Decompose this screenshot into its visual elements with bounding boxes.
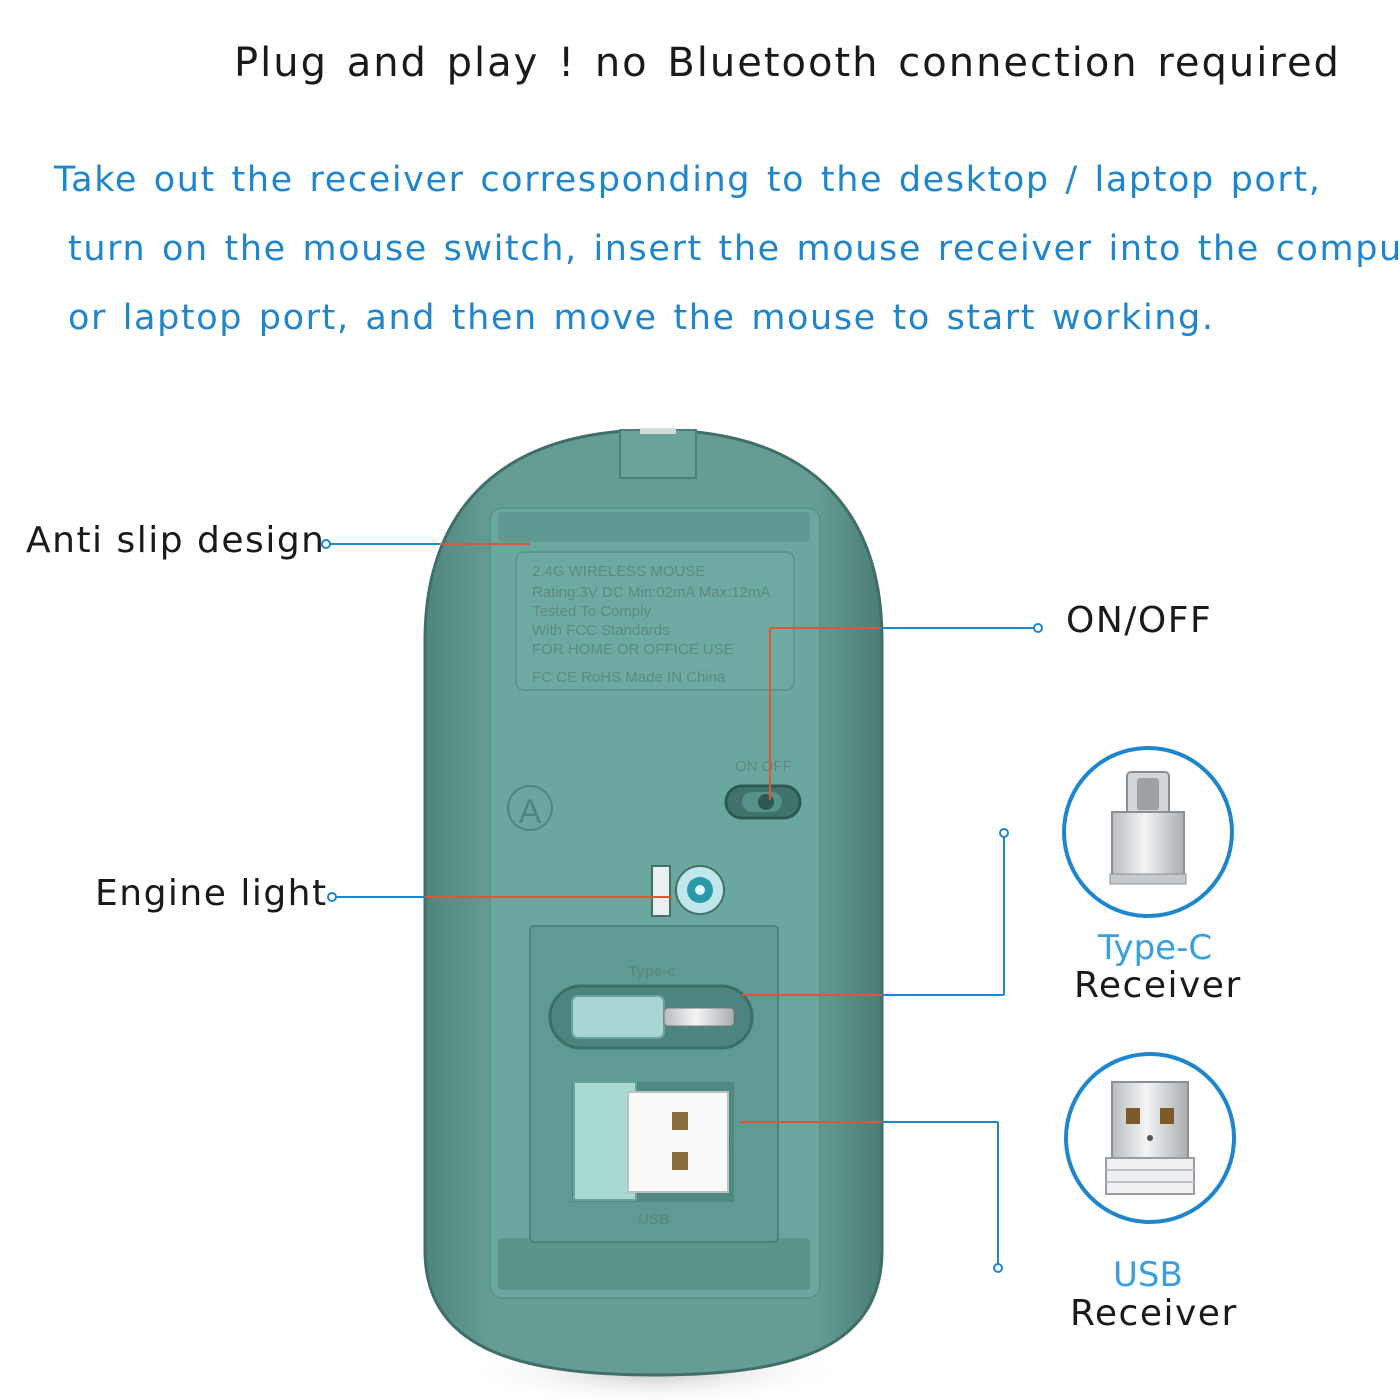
typec-connector-icon bbox=[1062, 746, 1234, 918]
anti-slip-callout: Anti slip design bbox=[26, 520, 326, 561]
usb-receiver-label: Receiver bbox=[1070, 1293, 1238, 1334]
brand-logo-letter: A bbox=[519, 793, 542, 831]
spec-line: FOR HOME OR OFFICE USE bbox=[532, 641, 734, 658]
usb-connector-icon bbox=[1064, 1052, 1236, 1224]
on-off-callout: ON/OFF bbox=[1066, 600, 1213, 641]
usb-receiver-title: USB bbox=[1113, 1255, 1183, 1295]
instruction-line: turn on the mouse switch, insert the mou… bbox=[68, 229, 1400, 269]
switch-print: ON OFF bbox=[735, 758, 792, 775]
instruction-line: Take out the receiver corresponding to t… bbox=[54, 160, 1322, 200]
spec-line: Rating:3V DC Min:02mA Max:12mA bbox=[532, 584, 770, 601]
anti-slip-pad-bottom bbox=[498, 1238, 810, 1290]
brand-logo bbox=[507, 785, 553, 831]
spec-line: Tested To Comply bbox=[532, 603, 651, 620]
headline: Plug and play ! no Bluetooth connection … bbox=[234, 40, 1341, 86]
engine-light-callout: Engine light bbox=[95, 873, 328, 914]
spec-line: FC CE RoHS Made IN China bbox=[532, 669, 726, 686]
instruction-line: or laptop port, and then move the mouse … bbox=[68, 298, 1215, 338]
typec-slot-print: Type-c bbox=[628, 963, 675, 980]
mouse-body: 2.4G WIRELESS MOUSE Rating:3V DC Min:02m… bbox=[423, 428, 884, 1377]
spec-line: 2.4G WIRELESS MOUSE bbox=[532, 563, 705, 580]
typec-receiver-title: Type-C bbox=[1098, 928, 1213, 968]
anti-slip-pad-top bbox=[498, 512, 810, 542]
spec-label-box bbox=[515, 551, 795, 691]
usb-slot-print: USB bbox=[638, 1211, 670, 1228]
leader-lines bbox=[321, 539, 1043, 1273]
typec-receiver-label: Receiver bbox=[1074, 965, 1242, 1006]
spec-line: With FCC Standards bbox=[532, 622, 670, 639]
